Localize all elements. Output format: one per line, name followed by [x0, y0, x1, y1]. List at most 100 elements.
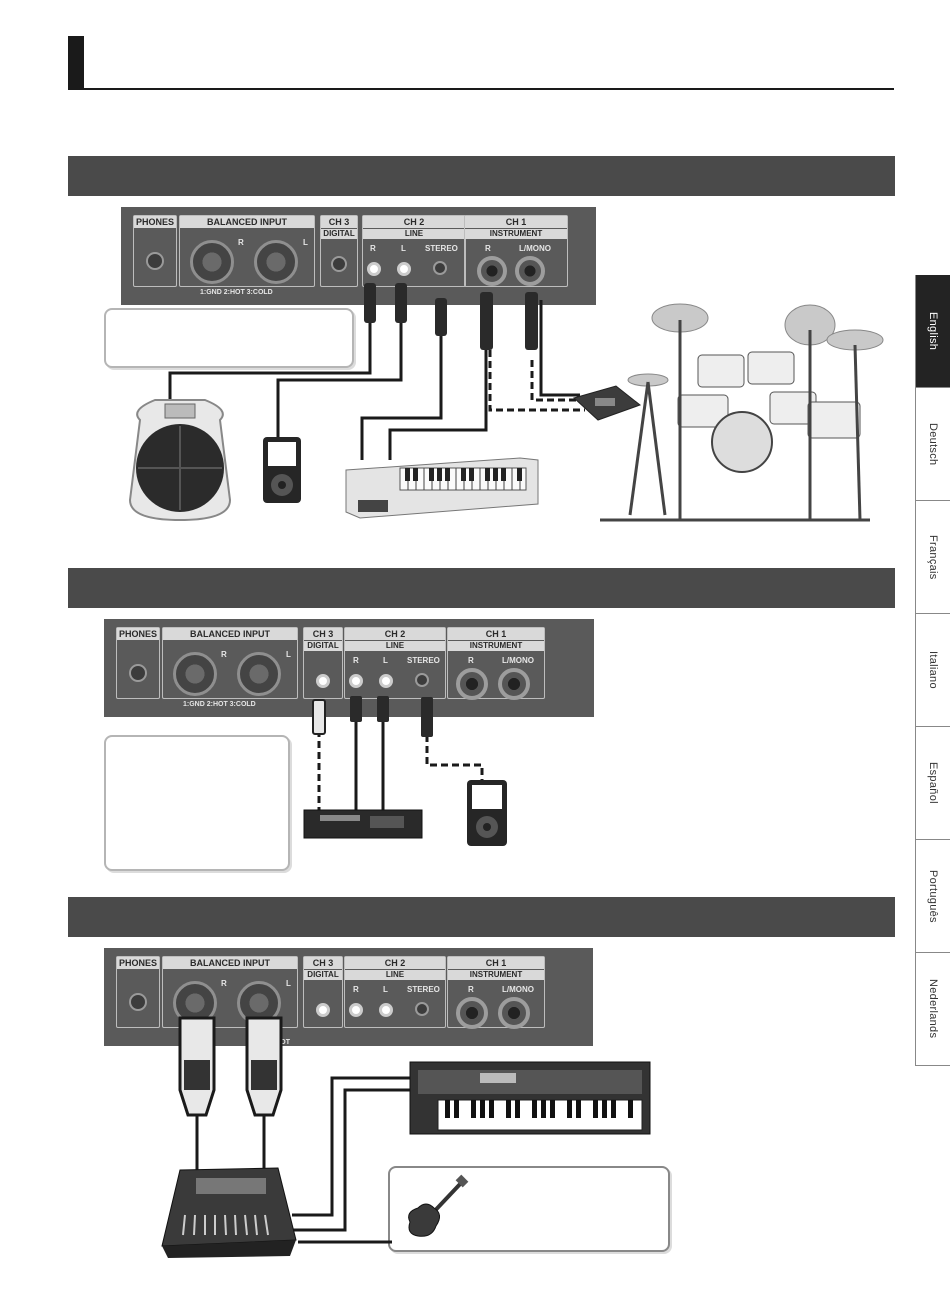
tab-deutsch[interactable]: Deutsch [915, 388, 950, 501]
tab-english[interactable]: English [915, 275, 950, 388]
ch2-r-label: R [370, 244, 376, 253]
tab-nederlands[interactable]: Nederlands [915, 953, 950, 1066]
ch3-label: CH 3 [304, 957, 342, 969]
cable-to-keyboard-2 [388, 300, 488, 460]
rca-l-jack [379, 1003, 393, 1017]
rca-l-jack [397, 262, 411, 276]
rca-l-jack [379, 674, 393, 688]
instrument-r-jack [456, 668, 488, 700]
cables-3 [195, 1076, 410, 1244]
digital-jack [316, 674, 330, 688]
phones-section: PHONES [116, 627, 160, 699]
synthesizer-icon [409, 1061, 651, 1135]
section-bar-2 [68, 568, 895, 608]
bi-r-label: R [238, 238, 244, 247]
hand-percussion-icon [128, 399, 232, 522]
ch2-l-label: L [401, 244, 406, 253]
ch1-r-label: R [468, 656, 474, 665]
digital-label: DIGITAL [321, 228, 357, 239]
keyboard-icon [345, 457, 539, 519]
plug [364, 283, 376, 323]
cable-to-player-dashed [425, 735, 484, 780]
xlr-combo-l [237, 652, 281, 696]
xlr-combo-r [190, 240, 234, 284]
tab-deutsch-label: Deutsch [927, 422, 939, 466]
ch1-label: CH 1 [465, 216, 567, 228]
cable-to-keyboard-1 [360, 300, 443, 460]
rca-r-jack [367, 262, 381, 276]
phones-label: PHONES [134, 216, 176, 228]
tab-espanol-label: Español [927, 762, 939, 804]
cables-1 [168, 300, 585, 460]
cable-to-module [539, 300, 580, 397]
digital-jack [316, 1003, 330, 1017]
lmono-label: L/MONO [519, 244, 551, 253]
instrument-l-jack [498, 668, 530, 700]
callout-box-2 [104, 735, 290, 871]
ch1-r-label: R [485, 244, 491, 253]
rear-panel-2: PHONES BALANCED INPUT R L 1:GND 2:HOT 3:… [104, 619, 594, 717]
plug [525, 292, 538, 350]
balanced-input-section: BALANCED INPUT R L 1:GND 2:HOT 3:COLD [162, 627, 298, 708]
balanced-input-section: BALANCED INPUT R L 1:GND 2:HOT 3:COLD [179, 215, 315, 296]
cables-2 [317, 720, 484, 812]
bi-r-label: R [221, 979, 227, 988]
tab-portugues[interactable]: Português [915, 840, 950, 953]
tab-espanol[interactable]: Español [915, 727, 950, 840]
balanced-input-label: BALANCED INPUT [180, 216, 314, 228]
plug [435, 298, 447, 336]
ch1-section: CH 1 INSTRUMENT R L/MONO [447, 627, 545, 700]
ch2-label: CH 2 [345, 628, 445, 640]
stereo-label: STEREO [407, 985, 440, 994]
cable-to-player [276, 300, 403, 437]
rca-r-jack [349, 1003, 363, 1017]
ch1-section: CH 1 INSTRUMENT R L/MONO [464, 215, 568, 287]
ch2-l-label: L [383, 985, 388, 994]
balanced-input-label: BALANCED INPUT [163, 957, 297, 969]
ch3-label: CH 3 [304, 628, 342, 640]
lmono-label: L/MONO [502, 985, 534, 994]
ch2-l-label: L [383, 656, 388, 665]
ch3-label: CH 3 [321, 216, 357, 228]
line-label: LINE [345, 640, 445, 651]
stereo-mini-jack [415, 673, 429, 687]
cd-player-icon [303, 809, 423, 839]
cable-dashed-1 [488, 350, 585, 412]
phones-label: PHONES [117, 957, 159, 969]
tab-francais-label: Français [927, 534, 939, 580]
tab-francais[interactable]: Français [915, 501, 950, 614]
title-marker [68, 36, 84, 90]
ch1-label: CH 1 [448, 628, 544, 640]
phones-label: PHONES [117, 628, 159, 640]
line-label: LINE [363, 228, 465, 239]
instrument-l-jack [498, 997, 530, 1029]
portable-player-icon [467, 780, 507, 846]
cable-synth-1 [292, 1076, 410, 1217]
ch1-r-label: R [468, 985, 474, 994]
xlr-combo-l [254, 240, 298, 284]
ch2-r-label: R [353, 656, 359, 665]
ch2-r-label: R [353, 985, 359, 994]
pinout-label: 1:GND 2:HOT 3:COLD [200, 289, 273, 296]
instrument-label: INSTRUMENT [448, 640, 544, 651]
ch1-section: CH 1 INSTRUMENT R L/MONO [447, 956, 545, 1029]
phones-jack [129, 993, 147, 1011]
tab-italiano[interactable]: Italiano [915, 614, 950, 727]
ch2-section: CH 2 LINE R L STEREO [362, 215, 466, 287]
xlr-combo-r [173, 652, 217, 696]
pinout-label: 1:GND 2:HOT 3:COLD [183, 701, 256, 708]
drum-kit-icon [600, 303, 884, 522]
bi-l-label: L [286, 650, 291, 659]
mixer-icon [161, 1167, 297, 1258]
guitar-icon [408, 1174, 469, 1237]
ch3-section: CH 3 DIGITAL [303, 627, 343, 699]
digital-label: DIGITAL [304, 640, 342, 651]
digital-label: DIGITAL [304, 969, 342, 980]
ch3-section: CH 3 DIGITAL [303, 956, 343, 1028]
instrument-r-jack [477, 256, 507, 286]
bi-r-label: R [221, 650, 227, 659]
rear-panel-1: PHONES BALANCED INPUT R L 1:GND 2:HOT 3:… [121, 207, 596, 305]
section-bar-1 [68, 156, 895, 196]
rca-r-jack [349, 674, 363, 688]
ch2-label: CH 2 [345, 957, 445, 969]
